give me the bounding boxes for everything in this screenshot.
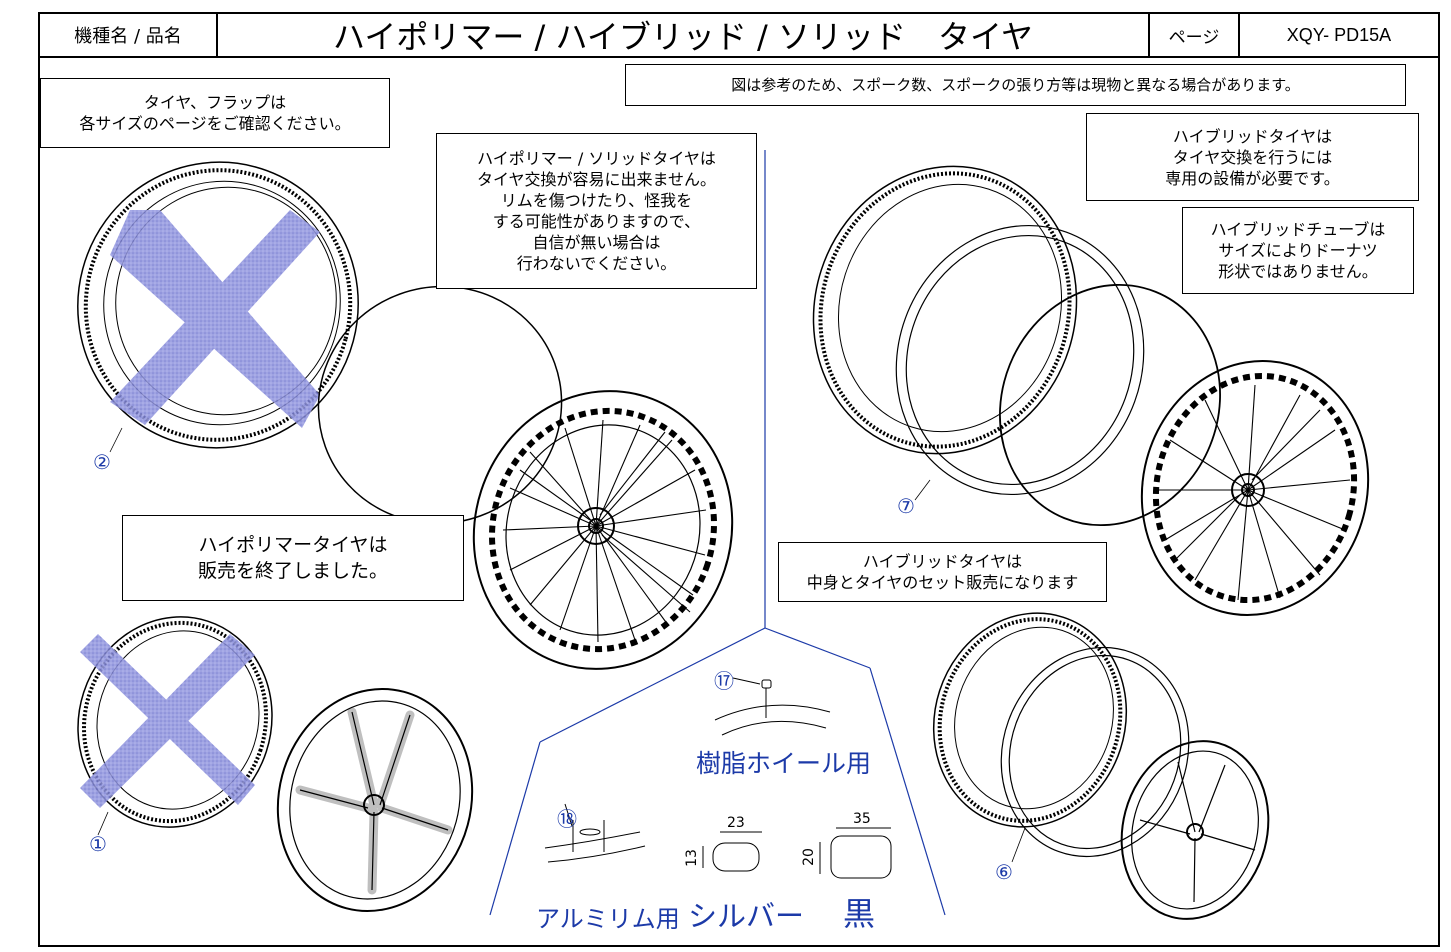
- aluminum-rim-label: アルミリム用: [536, 905, 680, 933]
- hybrid-set-note: ハイブリッドタイヤは 中身とタイヤのセット販売になります: [778, 542, 1107, 602]
- five-spoke-wheel-right: [1120, 740, 1270, 920]
- callout-18: ⑱: [557, 807, 577, 831]
- callout-1: ①: [89, 832, 107, 856]
- spoked-wheel-right: [1140, 360, 1370, 616]
- solid-insert-drawing: [1000, 646, 1190, 858]
- polymer-discontinued-note: ハイポリマータイヤは 販売を終了しました。: [122, 515, 464, 601]
- page-code: XQY- PD15A: [1286, 24, 1392, 45]
- aluminum-valve-detail: [544, 803, 646, 863]
- hybrid-tube-note: ハイブリッドチューブは サイズによりドーナツ 形状ではありません。: [1182, 207, 1414, 294]
- callout-6: ⑥: [995, 860, 1013, 884]
- callout-17: ⑰: [714, 669, 734, 693]
- callout-2: ②: [93, 450, 111, 474]
- solid-tire-drawing: [932, 612, 1128, 828]
- tire-1-drawing: [77, 616, 273, 828]
- tire-2-drawing: [77, 161, 359, 449]
- silver-label: シルバー: [688, 899, 805, 933]
- model-label: 機種名 / 品名: [74, 26, 182, 47]
- hybrid-tube-drawing: [895, 224, 1145, 496]
- spoked-wheel-center: [472, 390, 734, 670]
- hybrid-tire-drawing: [812, 165, 1078, 455]
- resin-wheel-label: 樹脂ホイール用: [696, 749, 872, 778]
- divider-lines: [489, 150, 946, 916]
- resin-valve-detail: [714, 677, 831, 736]
- flap-ring: [317, 285, 563, 525]
- page-title: ハイポリマー / ハイブリッド / ソリッド タイヤ: [332, 18, 1033, 56]
- callout-7: ⑦: [897, 494, 915, 518]
- cross-mark-tire-1: [80, 634, 255, 808]
- polymer-solid-note: ハイポリマー / ソリッドタイヤは タイヤ交換が容易に出来ません。 リムを傷つけ…: [436, 133, 757, 289]
- model-label-cell: 機種名 / 品名: [38, 12, 218, 58]
- black-width-dim: 35: [853, 811, 871, 827]
- cross-mark-tire-2: [110, 210, 320, 428]
- page-label: ページ: [1168, 27, 1220, 48]
- silver-width-dim: 23: [727, 815, 745, 831]
- title-cell: ハイポリマー / ハイブリッド / ソリッド タイヤ: [216, 12, 1150, 58]
- silver-cap-drawing: [702, 831, 762, 872]
- five-spoke-wheel-left: [276, 687, 474, 913]
- tire-flap-note: タイヤ、フラップは 各サイズのページをご確認ください。: [40, 78, 390, 148]
- black-height-dim: 20: [800, 848, 817, 866]
- reference-note: 図は参考のため、スポーク数、スポークの張り方等は現物と異なる場合があります。: [625, 64, 1406, 106]
- black-label: 黒: [843, 895, 876, 933]
- page-code-cell: XQY- PD15A: [1238, 12, 1440, 58]
- hybrid-equipment-note: ハイブリッドタイヤは タイヤ交換を行うには 専用の設備が必要です。: [1086, 113, 1419, 201]
- hybrid-flap-ring: [999, 283, 1221, 527]
- silver-height-dim: 13: [683, 849, 700, 867]
- black-cap-drawing: [819, 827, 892, 879]
